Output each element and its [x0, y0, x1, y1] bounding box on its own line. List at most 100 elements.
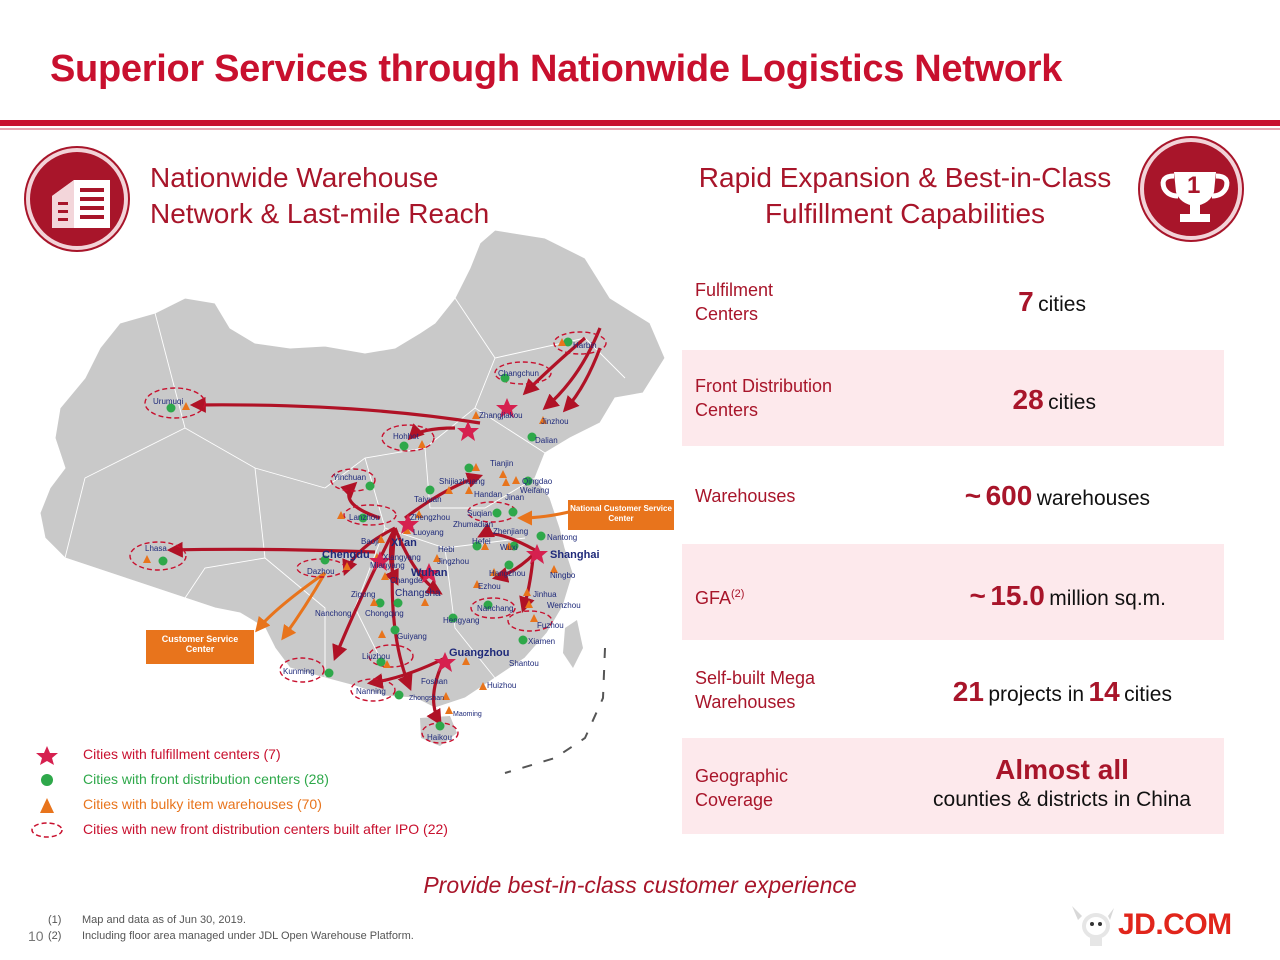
city-label-hebi: Hebi: [438, 545, 455, 554]
footnote-num: (1): [48, 914, 62, 926]
green-dot-icon: [41, 774, 53, 786]
stat-value-wrap: ~ 15.0 million sq.m.: [970, 580, 1166, 612]
stat-label-sup: (2): [731, 588, 745, 600]
page-number: 10: [28, 928, 44, 944]
right-heading: Rapid Expansion & Best-in-Class Fulfillm…: [690, 160, 1120, 232]
stat-label-line1: Warehouses: [695, 486, 796, 506]
city-label-maoming: Maoming: [453, 711, 482, 718]
city-label-jingzhou: Jingzhou: [437, 557, 469, 566]
city-label-qingdao: Qingdao: [522, 477, 553, 486]
footnote-2: (2)Including floor area managed under JD…: [48, 930, 414, 942]
city-label-shijiazhuang: Shijiazhuang: [439, 477, 485, 486]
city-label-jinzhou: Jinzhou: [541, 417, 569, 426]
stat-prefix: ~: [969, 580, 986, 611]
city-label-yinchuan: Yinchuan: [333, 473, 366, 482]
stat-value-wrap: Almost all counties & districts in China: [904, 754, 1220, 812]
city-label-nanchong: Nanchong: [315, 609, 351, 618]
stat-self-built-mega-warehouses: Self-built Mega Warehouses 21 projects i…: [682, 640, 1224, 736]
stat-label-line1: Self-built Mega: [695, 668, 816, 688]
stat-unit: cities: [1048, 391, 1096, 414]
trophy-badge: 1: [1140, 138, 1242, 240]
stat-label-line2: Centers: [695, 400, 759, 420]
stat-value: 21: [952, 676, 984, 707]
page-title: Superior Services through Nationwide Log…: [50, 48, 1063, 90]
stat-value-wrap: 21 projects in 14 cities: [953, 676, 1172, 708]
city-label-liuzhou: Liuzhou: [362, 652, 390, 661]
customer-callout-line1: Customer Service: [161, 634, 239, 644]
city-label-jinan: Jinan: [505, 493, 524, 502]
city-label-chongqing: Chongqing: [365, 609, 404, 618]
stat-fulfilment-centers: Fulfilment Centers 7 cities: [682, 256, 1224, 352]
city-label-zhongshan: Zhongshan: [409, 695, 444, 702]
orange-triangle-icon: [40, 798, 54, 813]
city-label-harbin: Harbin: [573, 341, 597, 350]
stat-label-line2: Centers: [695, 304, 759, 324]
stat-label: Geographic Coverage: [695, 764, 788, 812]
legend-text: Cities with fulfillment centers (7): [83, 746, 281, 762]
left-heading-line1: Nationwide Warehouse: [150, 162, 439, 193]
china-logistics-map: Harbin Changchun Urumuqi Zhangjiakou Jin…: [39, 229, 666, 774]
stat-front-distribution-centers: Front Distribution Centers 28 cities: [682, 350, 1224, 446]
city-label-shanghai: Shanghai: [550, 549, 600, 561]
left-heading-line2: Network & Last-mile Reach: [150, 198, 490, 229]
city-label-changde: Changde: [390, 576, 423, 585]
province-borders: [64, 297, 626, 679]
city-label-hengyang: Hengyang: [443, 616, 479, 625]
title-divider: [0, 120, 1280, 126]
dashed-ellipse-icon: [31, 822, 63, 838]
city-label-jinhua: Jinhua: [533, 590, 557, 599]
fulfillment-center-markers: [369, 398, 548, 672]
city-label-mianyang: Mianyang: [370, 561, 405, 570]
city-label-huizhou: Huizhou: [487, 681, 516, 690]
stat-label: Warehouses: [695, 484, 795, 508]
stat-label: Front Distribution Centers: [695, 374, 832, 422]
city-label-xiangyang: Xiangyang: [383, 553, 421, 562]
footnote-num: (2): [48, 930, 62, 942]
right-heading-line1: Rapid Expansion & Best-in-Class: [698, 162, 1112, 193]
city-label-ningbo: Ningbo: [550, 571, 576, 580]
stat-label: Self-built Mega Warehouses: [695, 666, 815, 714]
right-heading-line2: Fulfillment Capabilities: [764, 198, 1046, 229]
customer-callout-line2: Center: [185, 644, 215, 654]
warehouse-badge: [26, 148, 128, 250]
trophy-icon: [1160, 172, 1230, 222]
city-label-tianjin: Tianjin: [490, 459, 513, 468]
city-label-nanning: Nanning: [356, 687, 386, 696]
customer-service-callout: Customer Service Center: [146, 630, 254, 664]
left-heading: Nationwide Warehouse Network & Last-mile…: [150, 160, 489, 232]
city-label-nanchang: Nanchang: [477, 604, 513, 613]
city-label-handan: Handan: [474, 490, 502, 499]
city-label-nantong: Nantong: [547, 533, 577, 542]
tagline: Provide best-in-class customer experienc…: [423, 872, 857, 898]
warehouse-icon: [52, 180, 110, 228]
city-label-foshan: Foshan: [421, 677, 448, 686]
stat-label-line2: Warehouses: [695, 692, 796, 712]
star-icon: [36, 746, 58, 765]
city-label-wuxi: Wuxi: [500, 543, 518, 552]
jd-logo: JD.COM: [1068, 902, 1258, 952]
jd-mascot-icon: [1072, 906, 1114, 946]
stat-unit: warehouses: [1036, 487, 1150, 510]
stat-label-line1: GFA: [695, 588, 732, 608]
city-label-dalian: Dalian: [535, 436, 558, 445]
bulky-warehouse-markers: [143, 338, 566, 714]
stat-label-line1: Geographic: [695, 766, 789, 786]
stat-value: 7: [1018, 286, 1034, 317]
city-label-fuzhou: Fuzhou: [537, 621, 564, 630]
city-label-changsha: Changsha: [395, 588, 441, 599]
stat-value2: 14: [1088, 676, 1120, 707]
city-label-zhenjiang: Zhenjiang: [493, 527, 528, 536]
city-label-zhangjiakou: Zhangjiakou: [479, 411, 523, 420]
stat-gfa: GFA(2) ~ 15.0 million sq.m.: [682, 544, 1224, 640]
city-label-lanzhou: Lanzhou: [349, 513, 380, 522]
city-label-suqian: Suqian: [467, 509, 492, 518]
stat-label-line1: Fulfilment: [695, 280, 774, 300]
stat-unit: counties & districts in China: [933, 788, 1191, 811]
city-label-lhasa: Lhasa: [145, 544, 167, 553]
city-label-hangzhou: Hangzhou: [489, 569, 525, 578]
stat-geographic-coverage: Geographic Coverage Almost all counties …: [682, 738, 1224, 834]
city-label-dazhou: Dazhou: [307, 567, 335, 576]
stat-label-line1: Front Distribution: [695, 376, 833, 396]
city-label-urumuqi: Urumuqi: [153, 397, 183, 406]
stat-label: Fulfilment Centers: [695, 278, 773, 326]
